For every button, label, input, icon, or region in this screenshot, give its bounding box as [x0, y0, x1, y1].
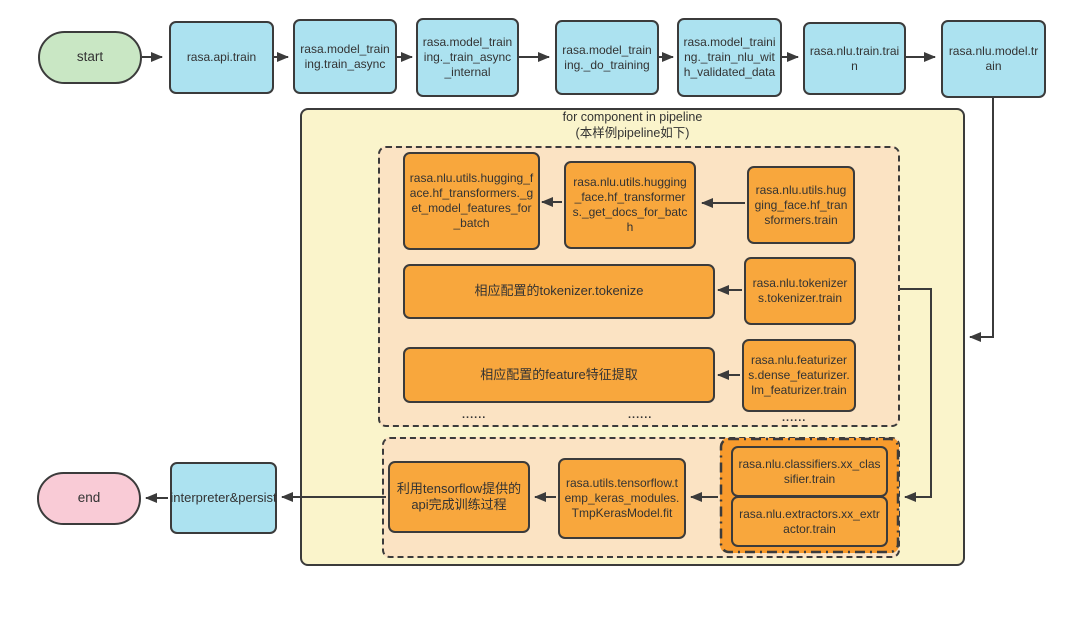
- node-rasa-nlu-train-train: rasa.nlu.train.train: [803, 22, 906, 95]
- node-hf-transformers-train: rasa.nlu.utils.hugging_face.hf_transform…: [747, 166, 855, 244]
- node-interpreter-persist: interpreter&persist: [170, 462, 277, 534]
- node-xx-classifier-train: rasa.nlu.classifiers.xx_classifier.train: [731, 446, 888, 497]
- loop-title-line1: for component in pipeline: [562, 110, 703, 124]
- start-node: start: [38, 31, 142, 84]
- node-hf-get-docs-for-batch: rasa.nlu.utils.hugging_face.hf_transform…: [564, 161, 696, 249]
- ellipsis-middle: ......: [628, 409, 653, 421]
- end-node: end: [37, 472, 141, 525]
- node-model-training-train-async: rasa.model_training.train_async: [293, 19, 397, 94]
- node-train-nlu-with-validated-data: rasa.model_training._train_nlu_with_vali…: [677, 18, 782, 97]
- node-tensorflow-api-training: 利用tensorflow提供的api完成训练过程: [388, 461, 530, 533]
- node-model-training-train-async-internal: rasa.model_training._train_async_interna…: [416, 18, 519, 97]
- node-tmp-keras-model-fit: rasa.utils.tensorflow.temp_keras_modules…: [558, 458, 686, 539]
- node-rasa-nlu-model-train: rasa.nlu.model.train: [941, 20, 1046, 98]
- ellipsis-right: ......: [782, 412, 807, 424]
- node-lm-featurizer-train: rasa.nlu.featurizers.dense_featurizer.lm…: [742, 339, 856, 412]
- ellipsis-left: ......: [462, 409, 487, 421]
- node-xx-extractor-train: rasa.nlu.extractors.xx_extractor.train: [731, 496, 888, 547]
- node-hf-get-model-features-for-batch: rasa.nlu.utils.hugging_face.hf_transform…: [403, 152, 540, 250]
- node-feature-extraction: 相应配置的feature特征提取: [403, 347, 715, 403]
- node-tokenizer-train: rasa.nlu.tokenizers.tokenizer.train: [744, 257, 856, 325]
- loop-title-line2: (本样例pipeline如下): [575, 125, 690, 140]
- node-tokenizer-tokenize: 相应配置的tokenizer.tokenize: [403, 264, 715, 319]
- node-model-training-do-training: rasa.model_training._do_training: [555, 20, 659, 95]
- loop-container-title: for component in pipeline (本样例pipeline如下…: [440, 110, 825, 141]
- node-rasa-api-train: rasa.api.train: [169, 21, 274, 94]
